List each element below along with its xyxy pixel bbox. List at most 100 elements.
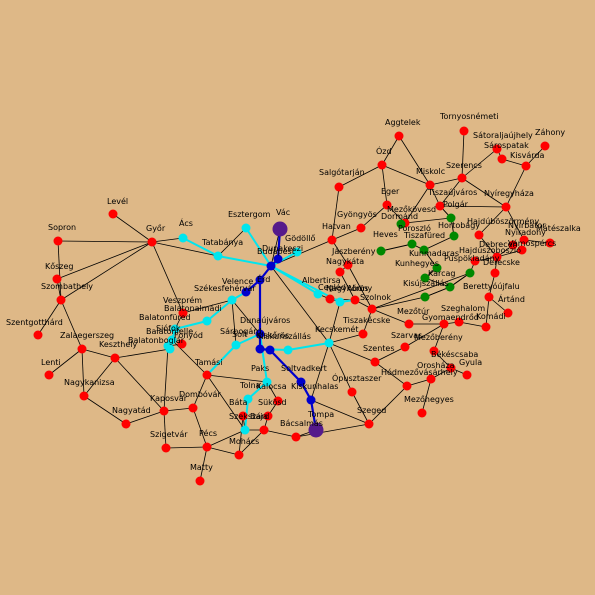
city-node-orosháza[interactable] <box>426 374 436 384</box>
city-node-tompa[interactable] <box>308 422 324 438</box>
city-node-balatonfüred[interactable] <box>170 324 180 334</box>
city-node-tiszakécske[interactable] <box>358 329 368 339</box>
city-node-gyula[interactable] <box>462 370 472 380</box>
city-node-sükösd[interactable] <box>263 411 273 421</box>
city-node-mátészalka[interactable] <box>545 238 555 248</box>
city-node-tornyosnémeti[interactable] <box>459 126 469 136</box>
city-node-hortobágy[interactable] <box>449 231 459 241</box>
city-node-szombathely[interactable] <box>56 295 66 305</box>
city-node-velence[interactable] <box>241 287 251 297</box>
city-node-debrecen[interactable] <box>492 252 502 262</box>
city-node-tamási[interactable] <box>202 370 212 380</box>
city-node-sátoraljaújhely[interactable] <box>492 144 502 154</box>
city-node-tolna[interactable] <box>243 394 253 404</box>
city-node-kőszeg[interactable] <box>52 274 62 284</box>
city-node-gyomaendrőd[interactable] <box>439 319 449 329</box>
city-node-nyírbátor[interactable] <box>519 235 529 245</box>
city-node-tiszafüred[interactable] <box>419 245 429 255</box>
city-node-levél[interactable] <box>108 209 118 219</box>
city-node-mezőhegyes[interactable] <box>417 408 427 418</box>
city-node-polgár[interactable] <box>446 213 456 223</box>
city-node-gödöllő[interactable] <box>292 247 302 257</box>
city-node-budapest[interactable] <box>266 261 276 271</box>
city-node-hajdúszoboszló[interactable] <box>470 256 480 266</box>
city-node-szentgotthárd[interactable] <box>33 330 43 340</box>
city-node-kisújszállás[interactable] <box>420 292 430 302</box>
city-node-hódmezővásárhely[interactable] <box>402 381 412 391</box>
city-node-hajdúböszörmény[interactable] <box>474 230 484 240</box>
city-node-nyíradony[interactable] <box>508 240 518 250</box>
city-node-vámospércs[interactable] <box>517 245 527 255</box>
city-node-kunmadaras[interactable] <box>432 263 442 273</box>
city-node-solt[interactable] <box>255 344 265 354</box>
city-node-jászberény[interactable] <box>343 260 353 270</box>
city-node-nagykőrös[interactable] <box>335 297 345 307</box>
city-node-heves[interactable] <box>376 246 386 256</box>
city-node-cegléd[interactable] <box>325 294 335 304</box>
city-node-szigetvár[interactable] <box>161 443 171 453</box>
city-node-dombóvár[interactable] <box>188 403 198 413</box>
city-node-soltvadkert[interactable] <box>296 377 306 387</box>
city-node-salgótarján[interactable] <box>334 182 344 192</box>
city-node-szekszárd[interactable] <box>240 425 250 435</box>
city-node-poroszló[interactable] <box>407 239 417 249</box>
city-node-berettyóújfalu[interactable] <box>484 292 494 302</box>
city-node-komádi[interactable] <box>481 322 491 332</box>
city-node-szolnok[interactable] <box>367 304 377 314</box>
city-node-szarvas[interactable] <box>400 342 410 352</box>
city-node-érd[interactable] <box>255 275 265 285</box>
city-node-ópusztaszer[interactable] <box>347 387 357 397</box>
city-node-esztergom[interactable] <box>241 223 251 233</box>
city-node-sárbogárd[interactable] <box>231 340 241 350</box>
city-node-miskolc[interactable] <box>425 180 435 190</box>
city-node-eger[interactable] <box>382 200 392 210</box>
city-node-mezőberény[interactable] <box>429 346 439 356</box>
city-node-abony[interactable] <box>350 295 360 305</box>
city-node-mohács[interactable] <box>234 450 244 460</box>
city-node-sárospatak[interactable] <box>497 154 507 164</box>
city-node-szeghalom[interactable] <box>454 317 464 327</box>
city-node-ács[interactable] <box>178 233 188 243</box>
city-node-ártánd[interactable] <box>503 308 513 318</box>
city-node-veszprém[interactable] <box>178 308 188 318</box>
city-node-lenti[interactable] <box>44 370 54 380</box>
city-node-nyíregyháza[interactable] <box>501 202 511 212</box>
city-node-báta[interactable] <box>238 411 248 421</box>
city-node-balatonalmádi[interactable] <box>202 316 212 326</box>
city-node-szeged[interactable] <box>364 419 374 429</box>
city-node-kunhegyes[interactable] <box>420 273 430 283</box>
city-node-sopron[interactable] <box>53 236 63 246</box>
city-node-keszthely[interactable] <box>110 353 120 363</box>
city-node-kiskunhalas[interactable] <box>306 395 316 405</box>
city-node-nagykáta[interactable] <box>335 267 345 277</box>
city-node-gyöngyös[interactable] <box>356 223 366 233</box>
city-node-szerencs[interactable] <box>457 173 467 183</box>
city-node-ózd[interactable] <box>377 160 387 170</box>
city-node-nagyatád[interactable] <box>121 419 131 429</box>
city-node-baja[interactable] <box>259 425 269 435</box>
city-node-kaposvár[interactable] <box>159 406 169 416</box>
city-node-kiskőrös[interactable] <box>265 345 275 355</box>
city-node-zalaegerszeg[interactable] <box>77 344 87 354</box>
city-node-aggtelek[interactable] <box>394 131 404 141</box>
city-node-tiszaújváros[interactable] <box>435 201 445 211</box>
city-node-kisvárda[interactable] <box>521 161 531 171</box>
city-node-hatvan[interactable] <box>327 235 337 245</box>
city-node-nagykanizsa[interactable] <box>79 391 89 401</box>
city-node-paks[interactable] <box>262 377 272 387</box>
city-node-kalocsa[interactable] <box>273 396 283 406</box>
city-node-fonyód[interactable] <box>163 341 173 351</box>
city-node-dunakeszi[interactable] <box>273 254 283 264</box>
city-node-békéscsaba[interactable] <box>446 363 456 373</box>
city-node-karcag[interactable] <box>445 282 455 292</box>
city-node-balatonlelle[interactable] <box>177 339 187 349</box>
city-node-dormánd[interactable] <box>396 219 406 229</box>
city-node-pécs[interactable] <box>202 442 212 452</box>
city-node-székesfehérvár[interactable] <box>227 295 237 305</box>
city-node-záhony[interactable] <box>540 141 550 151</box>
city-node-albertirsa[interactable] <box>313 289 323 299</box>
city-node-vác[interactable] <box>272 221 288 237</box>
city-node-győr[interactable] <box>147 237 157 247</box>
city-node-tatabánya[interactable] <box>213 251 223 261</box>
city-node-szentes[interactable] <box>370 357 380 367</box>
